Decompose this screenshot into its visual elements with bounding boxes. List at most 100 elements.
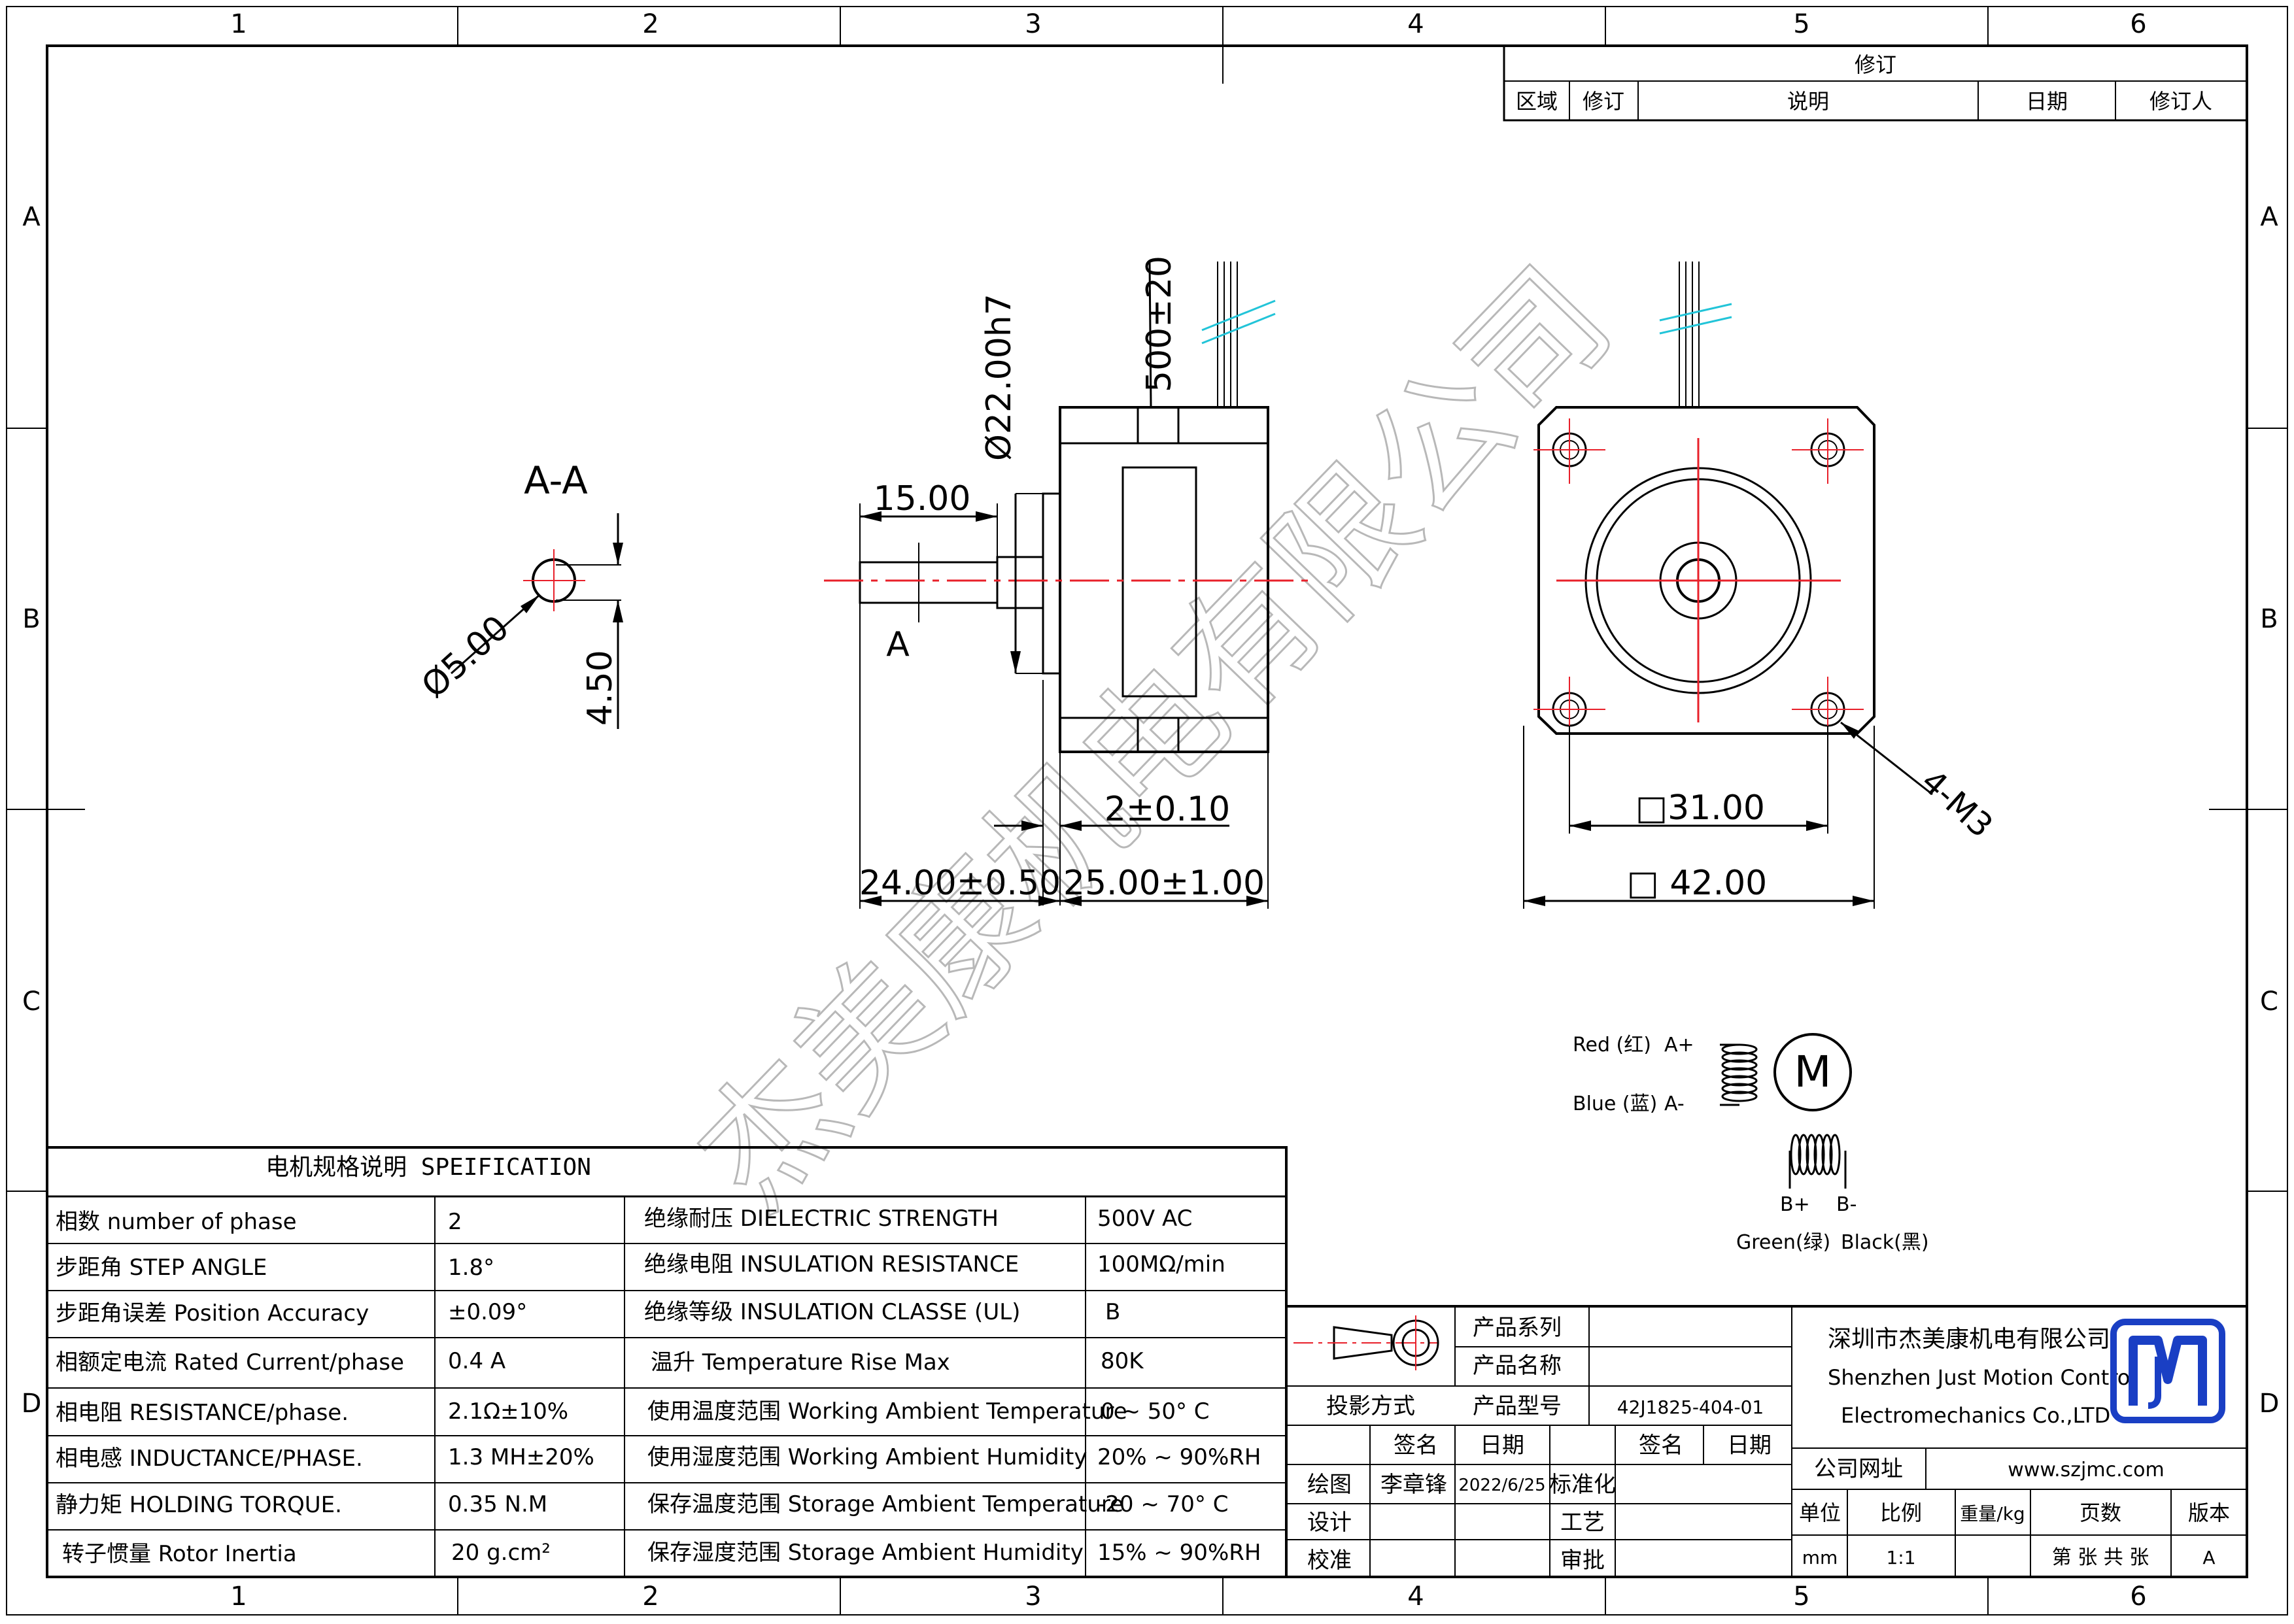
company-name-cn: 深圳市杰美康机电有限公司 bbox=[1828, 1326, 2110, 1353]
dim-lead-length: 500±20 bbox=[1140, 256, 1179, 392]
dim-shaft-extension: 24.00±0.50 bbox=[859, 864, 1061, 903]
spec-row-5-right-value: 20% ~ 90%RH bbox=[1097, 1444, 1261, 1470]
tb-model-value: 42J1825-404-01 bbox=[1617, 1396, 1764, 1418]
wire-b-minus: B- bbox=[1836, 1193, 1857, 1216]
wire-blue-label: Blue (蓝) bbox=[1573, 1092, 1657, 1115]
outer-border bbox=[6, 6, 2288, 1616]
motor-symbol-label: M bbox=[1794, 1047, 1832, 1097]
spec-row-4-left: 相电阻 RESISTANCE/phase. bbox=[56, 1400, 349, 1426]
tb-scale-value: 1:1 bbox=[1886, 1547, 1915, 1568]
dim-shaft-length: 15.00 bbox=[874, 479, 971, 518]
spec-row-3-right-value: 80K bbox=[1101, 1348, 1144, 1374]
stator-window bbox=[1121, 466, 1197, 698]
spec-row-2-left-value: ±0.09° bbox=[448, 1299, 527, 1325]
spec-row-4-left-value: 2.1Ω±10% bbox=[448, 1398, 568, 1425]
company-name-en-1: Shenzhen Just Motion Control bbox=[1828, 1365, 2136, 1390]
tb-drawn: 绘图 bbox=[1307, 1472, 1352, 1498]
dim-hole-spacing: □31.00 bbox=[1635, 788, 1765, 828]
tb-unit-value: mm bbox=[1802, 1547, 1838, 1568]
col-5-top: 5 bbox=[1793, 9, 1809, 39]
coil-a bbox=[1720, 1043, 1758, 1106]
spec-row-0-left: 相数 number of phase bbox=[56, 1209, 297, 1235]
tb-check: 校准 bbox=[1307, 1548, 1352, 1574]
row-b-right: B bbox=[2260, 604, 2278, 634]
shaft bbox=[859, 561, 999, 604]
spec-row-7-right: 保存湿度范围 Storage Ambient Humidity bbox=[647, 1540, 1084, 1566]
spec-row-1-right-value: 100MΩ/min bbox=[1097, 1251, 1225, 1277]
spec-row-4-right: 使用温度范围 Working Ambient Temperature bbox=[647, 1398, 1127, 1425]
row-c-right: C bbox=[2260, 987, 2278, 1017]
section-label: A-A bbox=[524, 458, 588, 503]
tb-drawn-by: 李章锋 bbox=[1380, 1472, 1447, 1498]
spec-row-7-right-value: 15% ~ 90%RH bbox=[1097, 1540, 1261, 1566]
rev-header-area: 区域 bbox=[1516, 89, 1558, 114]
rev-header-rev: 修订 bbox=[1583, 89, 1624, 114]
tb-website-label: 公司网址 bbox=[1814, 1456, 1903, 1482]
tb-design: 设计 bbox=[1307, 1510, 1352, 1536]
dim-pilot-height: 2±0.10 bbox=[1104, 790, 1230, 829]
wire-b-plus: B+ bbox=[1780, 1193, 1810, 1216]
tb-website: www.szjmc.com bbox=[2008, 1459, 2164, 1481]
dim-body-length: 25.00±1.00 bbox=[1063, 864, 1265, 903]
spec-row-7-left: 转子惯量 Rotor Inertia bbox=[62, 1541, 297, 1567]
dim-pilot-diameter: Ø22.00h7 bbox=[980, 294, 1019, 461]
spec-row-7-left-value: 20 g.cm² bbox=[451, 1540, 551, 1566]
col-1-top: 1 bbox=[230, 9, 247, 39]
dim-flat: 4.50 bbox=[581, 650, 620, 726]
wire-black-label: Black(黑) bbox=[1841, 1231, 1929, 1254]
tb-pages: 页数 bbox=[2080, 1500, 2121, 1525]
tb-projection: 投影方式 bbox=[1326, 1393, 1415, 1419]
company-logo bbox=[2110, 1319, 2225, 1423]
rev-header-by: 修订人 bbox=[2149, 89, 2212, 114]
section-view: A-A 4.50 Ø5.00 bbox=[415, 458, 623, 729]
col-5-bottom: 5 bbox=[1793, 1582, 1809, 1612]
tb-sign-header-2: 签名 bbox=[1639, 1432, 1683, 1459]
col-2-bottom: 2 bbox=[642, 1582, 659, 1612]
col-1-bottom: 1 bbox=[230, 1582, 247, 1612]
spec-row-5-left-value: 1.3 MH±20% bbox=[448, 1444, 594, 1470]
coil-b bbox=[1789, 1134, 1847, 1189]
grid-ticks bbox=[7, 7, 2287, 1615]
grid-labels: 1 2 3 4 5 6 1 2 3 4 5 6 A B C D A B C D bbox=[22, 9, 2280, 1612]
tb-approve: 审批 bbox=[1560, 1548, 1605, 1574]
lead-wires-front bbox=[1679, 262, 1700, 407]
tb-drawn-date: 2022/6/25 bbox=[1458, 1476, 1545, 1495]
motor-symbol bbox=[1773, 1033, 1852, 1111]
spec-row-2-left: 步距角误差 Position Accuracy bbox=[56, 1300, 369, 1327]
col-3-bottom: 3 bbox=[1025, 1582, 1041, 1612]
lead-wires-side bbox=[1217, 262, 1238, 407]
tb-version-value: A bbox=[2202, 1547, 2215, 1568]
col-4-bottom: 4 bbox=[1407, 1582, 1424, 1612]
col-2-top: 2 bbox=[642, 9, 659, 39]
spec-row-3-left: 相额定电流 Rated Current/phase bbox=[56, 1349, 404, 1376]
row-a-left: A bbox=[22, 202, 41, 232]
col-3-top: 3 bbox=[1025, 9, 1041, 39]
spec-row-6-left-value: 0.35 N.M bbox=[448, 1491, 547, 1517]
spec-row-6-left: 静力矩 HOLDING TORQUE. bbox=[56, 1492, 342, 1518]
revision-title: 修订 bbox=[1855, 52, 1896, 77]
motor-flange bbox=[1537, 406, 1875, 735]
tb-standard: 标准化 bbox=[1549, 1472, 1616, 1498]
spec-row-1-left: 步距角 STEP ANGLE bbox=[56, 1255, 267, 1281]
wire-a-minus: A- bbox=[1664, 1092, 1685, 1115]
wire-a-plus: A+ bbox=[1664, 1034, 1694, 1057]
spec-row-0-right-value: 500V AC bbox=[1097, 1206, 1192, 1232]
row-c-left: C bbox=[22, 987, 41, 1017]
title-block: 产品系列 产品名称 投影方式 产品型号 42J1825-404-01 签名 日期… bbox=[1285, 1305, 2248, 1578]
row-a-right: A bbox=[2260, 202, 2278, 232]
spec-row-0-right: 绝缘耐压 DIELECTRIC STRENGTH bbox=[644, 1206, 999, 1232]
spec-row-1-left-value: 1.8° bbox=[448, 1255, 494, 1281]
spec-row-6-right-value: -20 ~ 70° C bbox=[1097, 1491, 1228, 1517]
section-marker: A bbox=[886, 625, 910, 664]
dim-frame-size: □ 42.00 bbox=[1627, 864, 1768, 903]
row-b-left: B bbox=[22, 604, 40, 634]
tb-weight: 重量/kg bbox=[1960, 1503, 2025, 1525]
spec-row-1-right: 绝缘电阻 INSULATION RESISTANCE bbox=[644, 1251, 1019, 1277]
spec-row-3-left-value: 0.4 A bbox=[448, 1348, 505, 1374]
tb-scale: 比例 bbox=[1880, 1500, 1922, 1525]
spec-table: 电机规格说明 SPEIFICATION 相数 number of phase 2… bbox=[46, 1146, 1288, 1578]
spec-row-0-left-value: 2 bbox=[448, 1209, 462, 1235]
tb-version: 版本 bbox=[2188, 1500, 2230, 1525]
tb-product-model: 产品型号 bbox=[1473, 1393, 1562, 1419]
